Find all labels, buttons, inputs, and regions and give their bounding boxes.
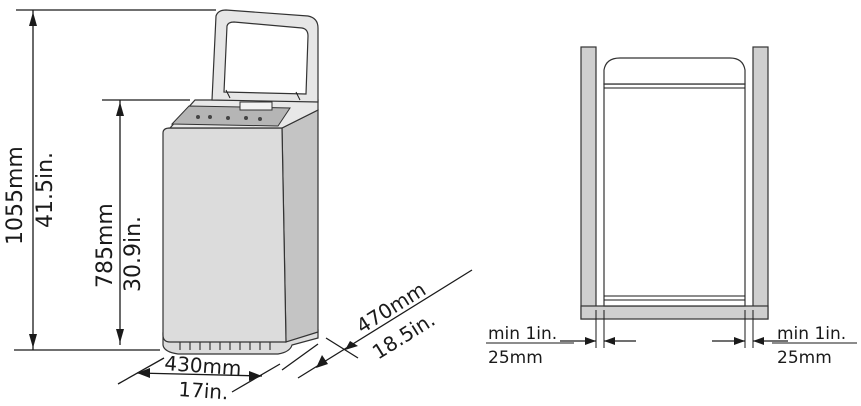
- floor: [580, 305, 769, 320]
- arrow-upper: [345, 341, 358, 350]
- arrow-down: [116, 329, 124, 343]
- detergent-drawer: [239, 101, 273, 111]
- arrow-lower: [316, 355, 328, 368]
- arrow-left: [604, 337, 615, 345]
- washer-lid-window: [223, 21, 309, 95]
- washer-control-panel: [170, 105, 291, 127]
- left-wall: [580, 46, 597, 320]
- dim-height-total: 1055mm 41.5in.: [3, 9, 216, 351]
- clearance-right: min 1in. 25mm: [712, 310, 857, 368]
- right-wall: [752, 46, 769, 320]
- niche-drawing: [580, 46, 769, 320]
- washer-drawing: [162, 9, 319, 355]
- dim-height-body: 785mm 30.9in.: [93, 99, 190, 345]
- height-body-in: 30.9in.: [121, 216, 146, 292]
- clearance-right-inch: min 1in.: [777, 324, 846, 344]
- clearance-left-inch: min 1in.: [488, 324, 557, 344]
- arrow-up: [116, 102, 124, 116]
- arrow-left: [753, 337, 764, 345]
- clearance-left-mm: 25mm: [488, 348, 543, 368]
- arrow-right: [585, 337, 596, 345]
- washer-top-view: [603, 57, 746, 85]
- height-total-mm: 1055mm: [3, 146, 28, 245]
- washer-front-cabinet: [162, 127, 287, 343]
- arrow-down: [29, 334, 37, 348]
- arrow-up: [29, 12, 37, 26]
- width-in: 17in.: [178, 377, 230, 401]
- clearance-left: min 1in. 25mm: [486, 310, 636, 368]
- height-total-in: 41.5in.: [33, 152, 58, 228]
- height-body-mm: 785mm: [93, 203, 118, 288]
- arrow-right: [249, 371, 262, 381]
- arrow-left: [137, 368, 150, 378]
- control-buttons: [196, 115, 262, 121]
- dim-width: 430mm 17in.: [117, 351, 281, 404]
- washer-side-panel: [281, 109, 319, 343]
- washer-front-view: [603, 83, 746, 307]
- arrow-right: [734, 337, 745, 345]
- width-mm: 430mm: [164, 351, 243, 380]
- clearance-right-mm: 25mm: [777, 348, 832, 368]
